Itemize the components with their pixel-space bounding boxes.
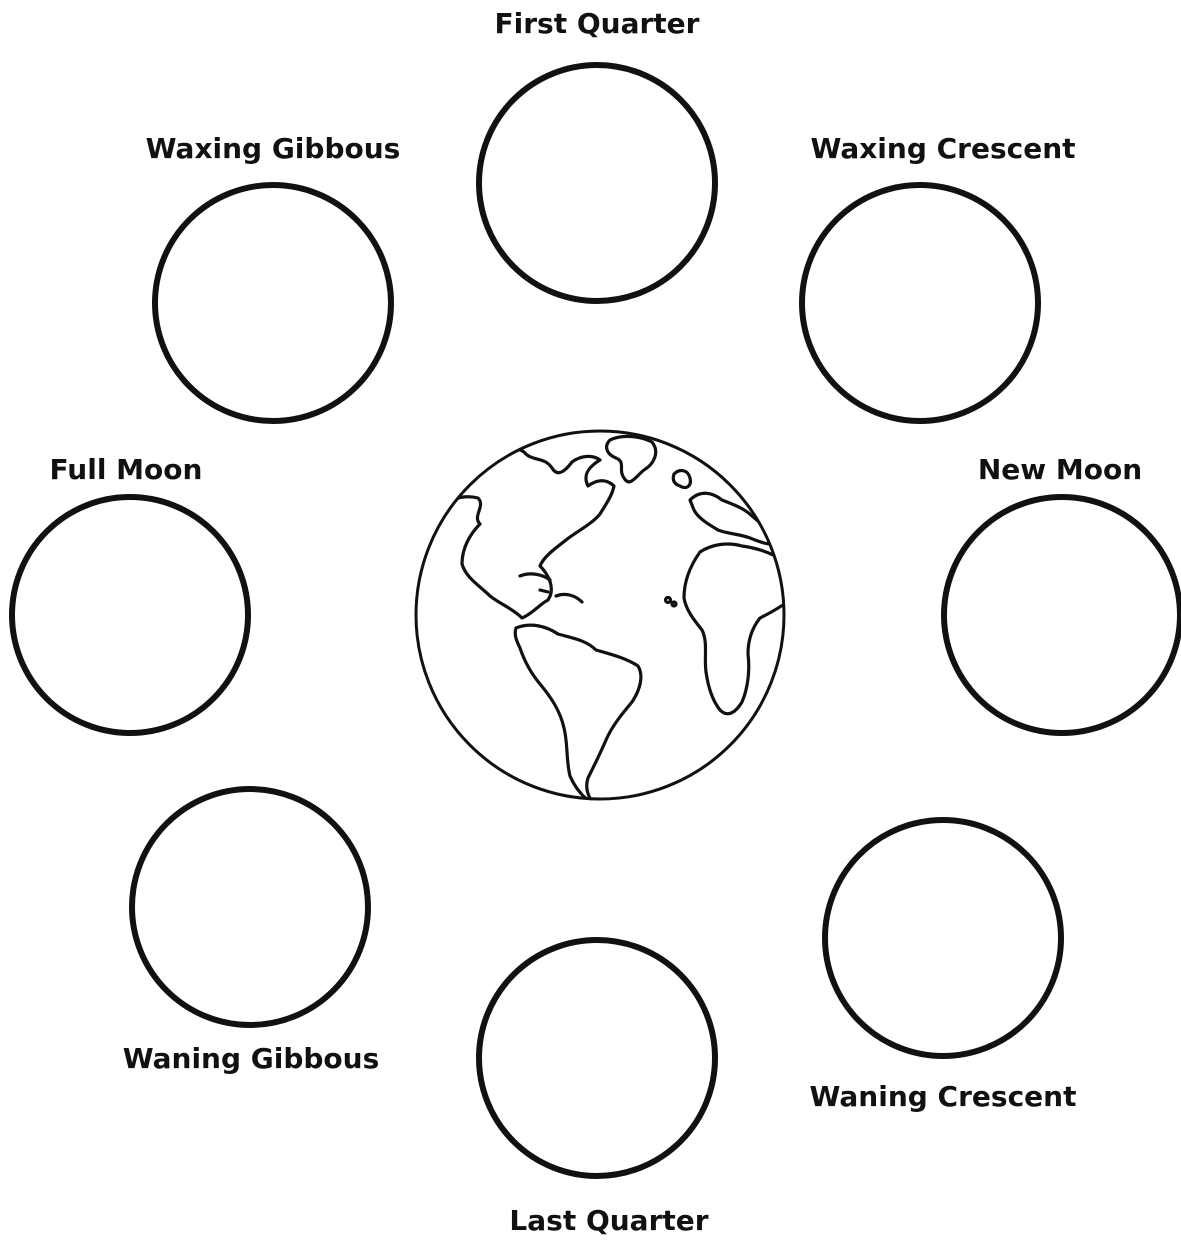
label-waxing-gibbous: Waxing Gibbous <box>146 135 401 163</box>
moon-circle-new-moon <box>944 497 1180 733</box>
moon-circle-waxing-crescent <box>802 185 1038 421</box>
label-waning-crescent: Waning Crescent <box>810 1083 1077 1111</box>
label-full-moon: Full Moon <box>50 456 203 484</box>
earth-globe-icon <box>416 431 790 806</box>
moon-circle-last-quarter <box>479 940 715 1176</box>
label-new-moon: New Moon <box>978 456 1142 484</box>
label-last-quarter: Last Quarter <box>509 1207 708 1235</box>
label-waxing-crescent: Waxing Crescent <box>810 135 1075 163</box>
moon-circle-waxing-gibbous <box>155 185 391 421</box>
label-first-quarter: First Quarter <box>495 10 700 38</box>
moon-circle-waning-gibbous <box>132 789 368 1025</box>
moon-circle-full-moon <box>12 497 248 733</box>
label-waning-gibbous: Waning Gibbous <box>123 1045 380 1073</box>
moon-circle-first-quarter <box>479 65 715 301</box>
moon-circle-waning-crescent <box>825 820 1061 1056</box>
